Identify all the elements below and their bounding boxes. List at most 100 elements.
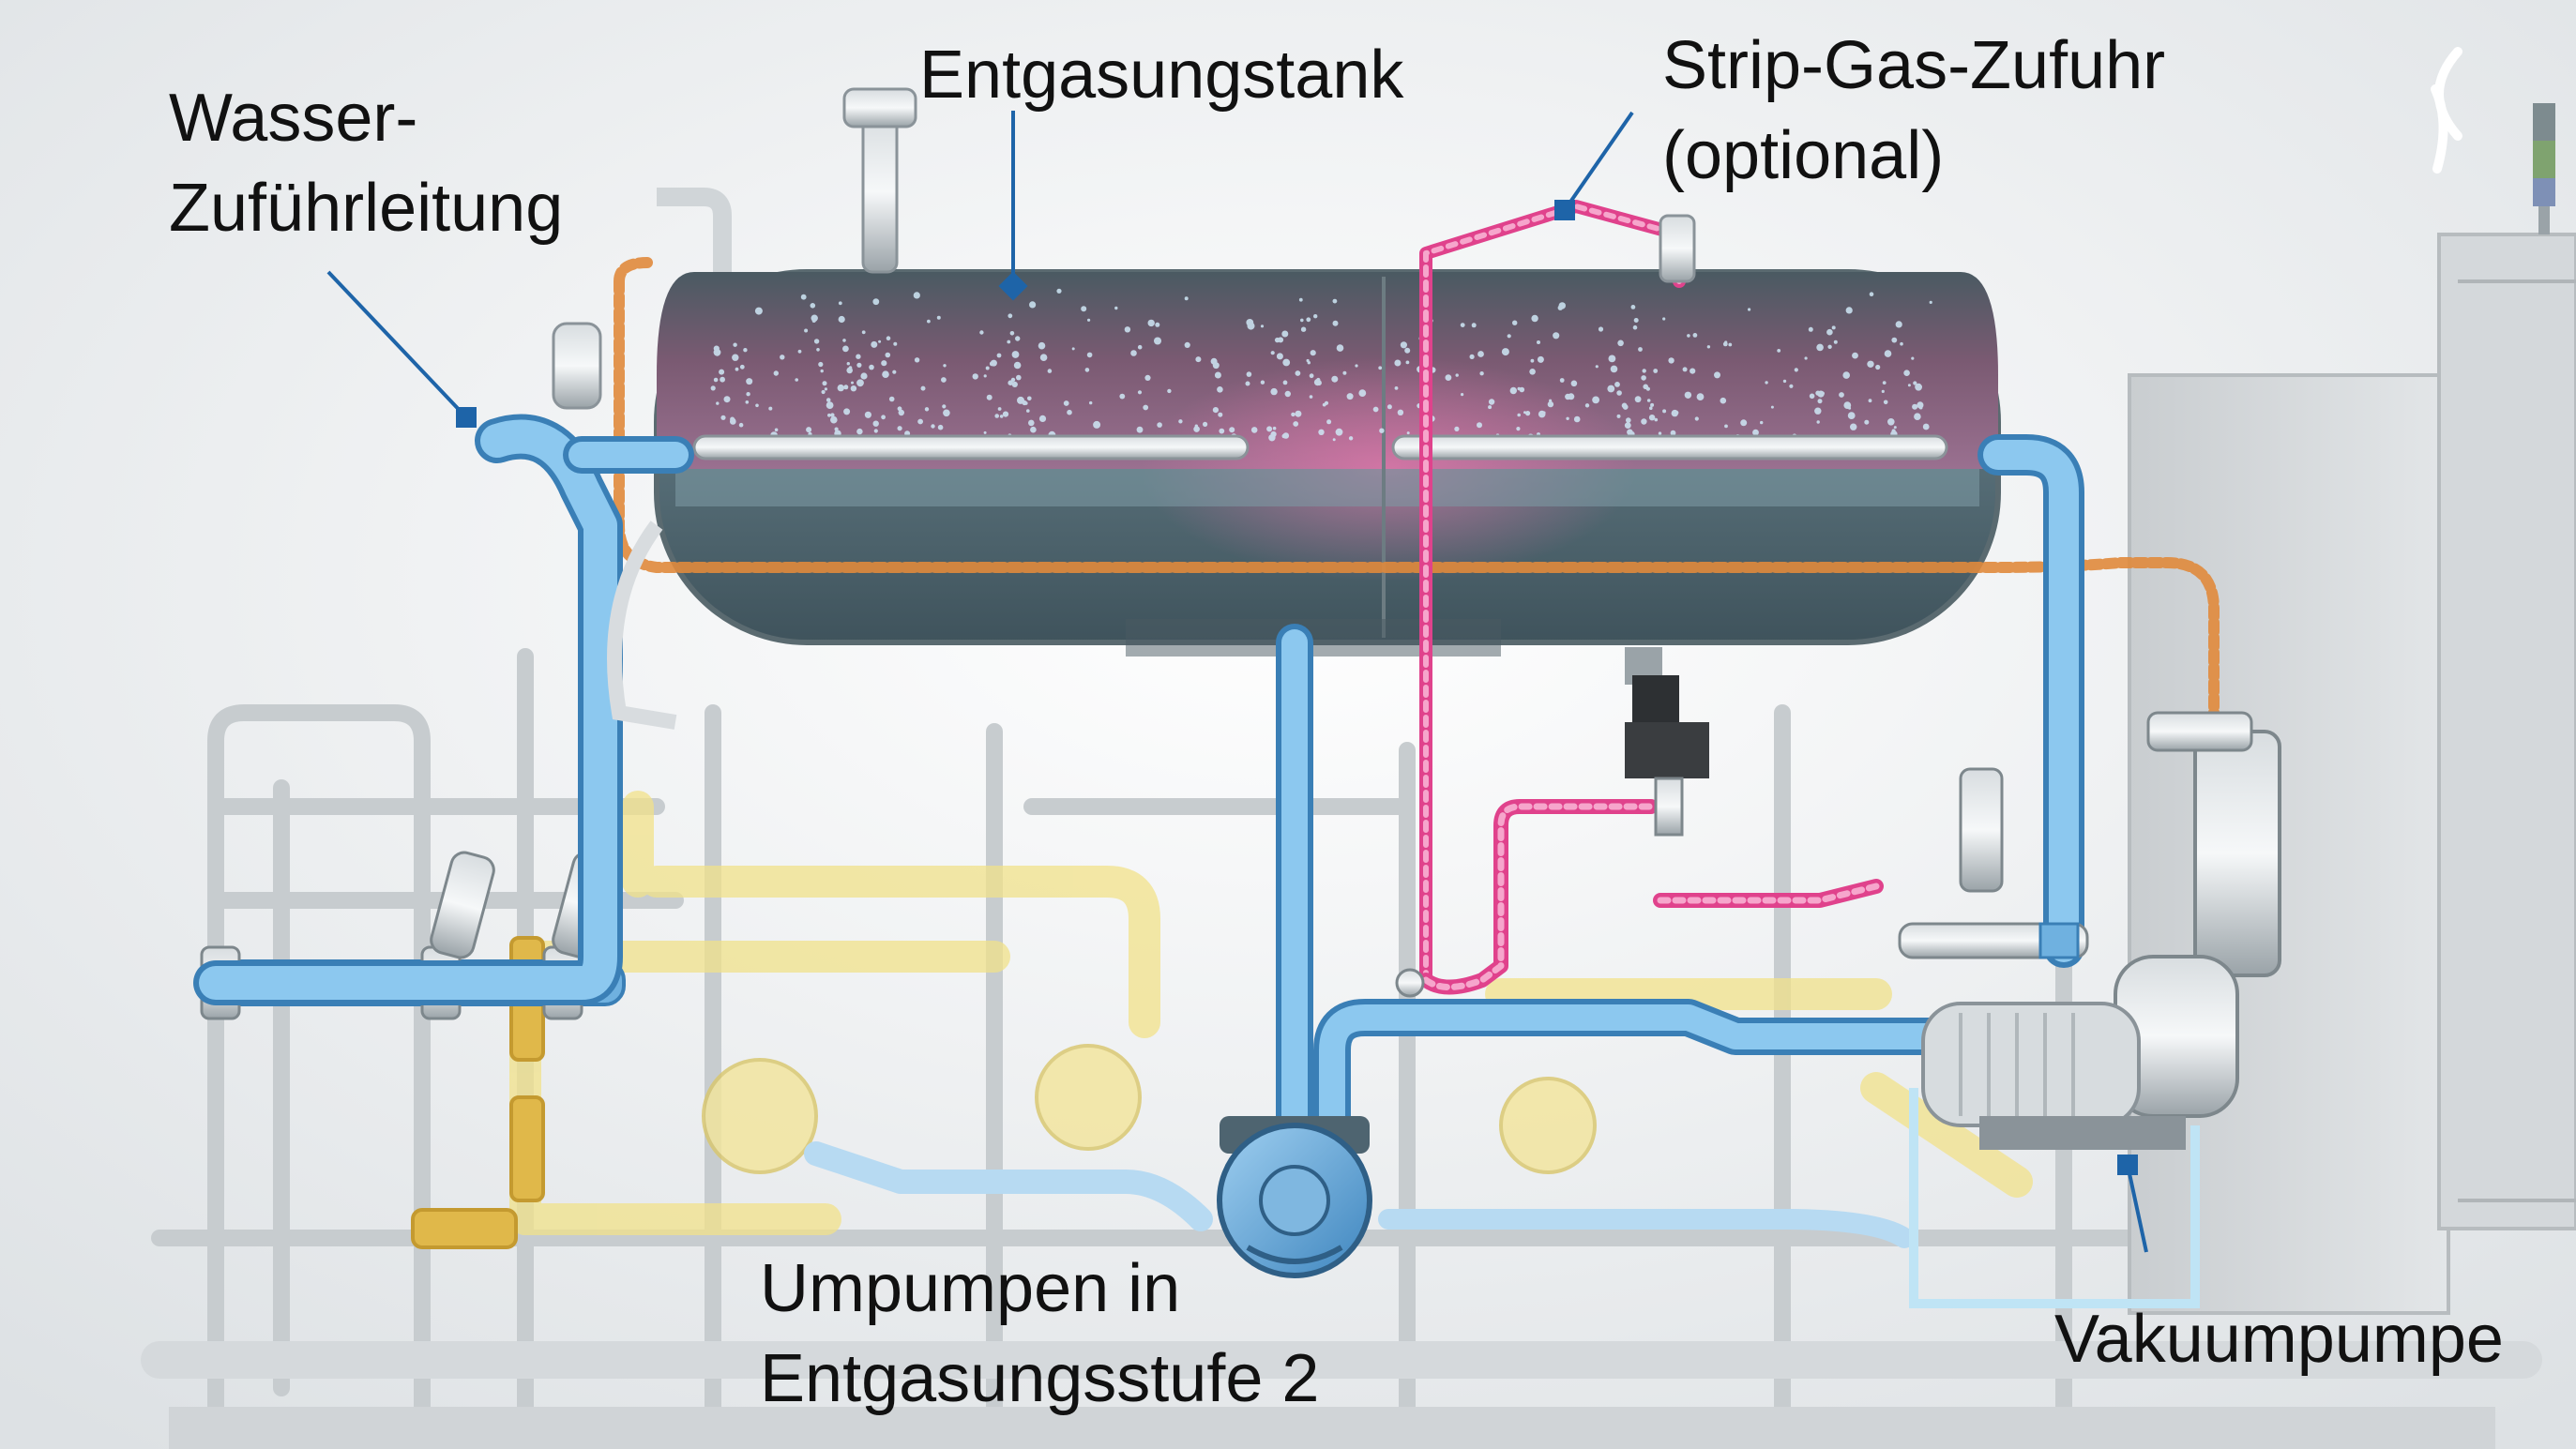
spray-droplet	[1915, 383, 1922, 391]
spray-droplet	[882, 370, 889, 379]
spray-droplet	[795, 378, 798, 382]
strip-gas-valve	[1395, 968, 1425, 998]
spray-droplet	[1229, 427, 1235, 433]
label-water-inlet-line1: Wasser-	[169, 81, 418, 156]
spray-droplet	[1144, 374, 1151, 381]
spray-droplet	[1310, 350, 1316, 356]
spray-droplet	[1622, 404, 1629, 410]
spray-droplet	[730, 418, 736, 425]
spray-droplet	[1212, 407, 1219, 414]
spray-droplet	[1641, 418, 1647, 425]
spray-droplet	[1260, 380, 1265, 385]
spray-droplet	[826, 401, 834, 409]
spray-droplet	[1882, 381, 1887, 385]
spray-droplet	[713, 377, 719, 383]
spray-droplet	[850, 385, 857, 392]
control-cabinet	[2128, 233, 2576, 1315]
spray-droplet	[811, 314, 818, 322]
spray-droplet	[1086, 352, 1093, 358]
spray-droplet	[1929, 300, 1932, 304]
spray-droplet	[942, 404, 947, 409]
spray-droplet	[856, 354, 861, 359]
spray-droplet	[723, 396, 731, 403]
leader-water	[326, 270, 468, 419]
spray-droplet	[1839, 392, 1844, 398]
spray-droplet	[1394, 359, 1402, 367]
spray-droplet	[820, 369, 824, 373]
spray-droplet	[1607, 385, 1615, 393]
label-strip-gas-line2: (optional)	[1662, 118, 1945, 193]
signal-tower-icon	[2533, 103, 2555, 234]
spray-droplet	[1336, 344, 1344, 352]
spray-droplet	[1922, 423, 1930, 430]
tank-support-ghost	[607, 521, 677, 730]
spray-droplet	[1157, 422, 1162, 428]
spray-droplet	[1529, 369, 1536, 375]
spray-droplet	[1309, 395, 1313, 399]
spray-droplet	[810, 303, 816, 309]
spray-droplet	[1300, 326, 1307, 332]
spray-droplet	[846, 362, 850, 366]
spray-droplet	[1789, 384, 1794, 388]
spray-droplet	[1842, 371, 1850, 379]
spray-droplet	[1358, 389, 1367, 397]
spray-droplet	[1573, 415, 1581, 423]
spray-droplet	[1217, 386, 1223, 393]
spray-droplet	[1348, 436, 1354, 441]
spray-droplet	[927, 319, 931, 324]
spray-droplet	[739, 364, 745, 370]
tank-top-nozzles	[552, 87, 1696, 410]
spray-droplet	[1002, 411, 1009, 417]
label-strip-gas: Strip-Gas-Zufuhr (optional)	[1662, 21, 2165, 201]
spray-droplet	[941, 377, 947, 383]
spray-droplet	[768, 406, 773, 411]
spray-droplet	[773, 370, 779, 376]
spray-droplet	[1011, 381, 1018, 387]
spray-droplet	[1278, 337, 1284, 343]
spray-droplet	[1038, 341, 1046, 350]
product-pumps-ghost	[702, 1044, 1597, 1174]
spray-droplet	[720, 415, 726, 420]
spray-droplet	[1245, 381, 1250, 386]
spray-droplet	[1030, 426, 1037, 433]
spray-droplet	[1167, 388, 1172, 394]
spray-droplet	[746, 392, 750, 397]
spray-droplet	[1477, 422, 1482, 429]
spray-droplet	[1300, 318, 1304, 323]
spray-droplet	[732, 354, 739, 361]
spray-droplet	[774, 428, 779, 432]
spray-droplet	[1852, 352, 1858, 359]
spray-droplet	[1015, 336, 1021, 341]
spray-droplet	[1295, 410, 1302, 417]
chevrons-logo-icon	[2431, 47, 2462, 174]
spray-droplet	[1847, 412, 1856, 419]
spray-droplet	[719, 369, 725, 375]
label-degassing-tank: Entgasungstank	[919, 30, 1403, 120]
spray-droplet	[1270, 351, 1275, 355]
spray-droplet	[1642, 369, 1646, 373]
spray-droplet	[1479, 371, 1484, 376]
spray-droplet	[1777, 349, 1781, 353]
spray-droplet	[1565, 393, 1571, 400]
spray-droplet	[1722, 341, 1728, 347]
spray-droplet	[1195, 356, 1202, 363]
spray-droplet	[943, 364, 947, 368]
spray-droplet	[1530, 358, 1535, 363]
spray-droplet	[1313, 314, 1318, 319]
spray-droplet	[1724, 424, 1728, 429]
spray-droplet	[1455, 373, 1459, 377]
spray-droplet	[713, 348, 721, 356]
spray-droplet	[1270, 430, 1277, 438]
spray-droplet	[1658, 431, 1662, 435]
spray-droplet	[1638, 347, 1643, 352]
spray-droplet	[1509, 386, 1518, 395]
spray-droplet	[1690, 368, 1696, 374]
spray-droplet	[1318, 429, 1325, 435]
spray-droplet	[1809, 393, 1815, 400]
spray-droplet	[1488, 405, 1493, 410]
spray-nozzles-effect	[710, 288, 1932, 444]
spray-droplet	[826, 398, 831, 402]
spray-droplet	[1537, 340, 1540, 344]
spray-droplet	[872, 420, 879, 427]
